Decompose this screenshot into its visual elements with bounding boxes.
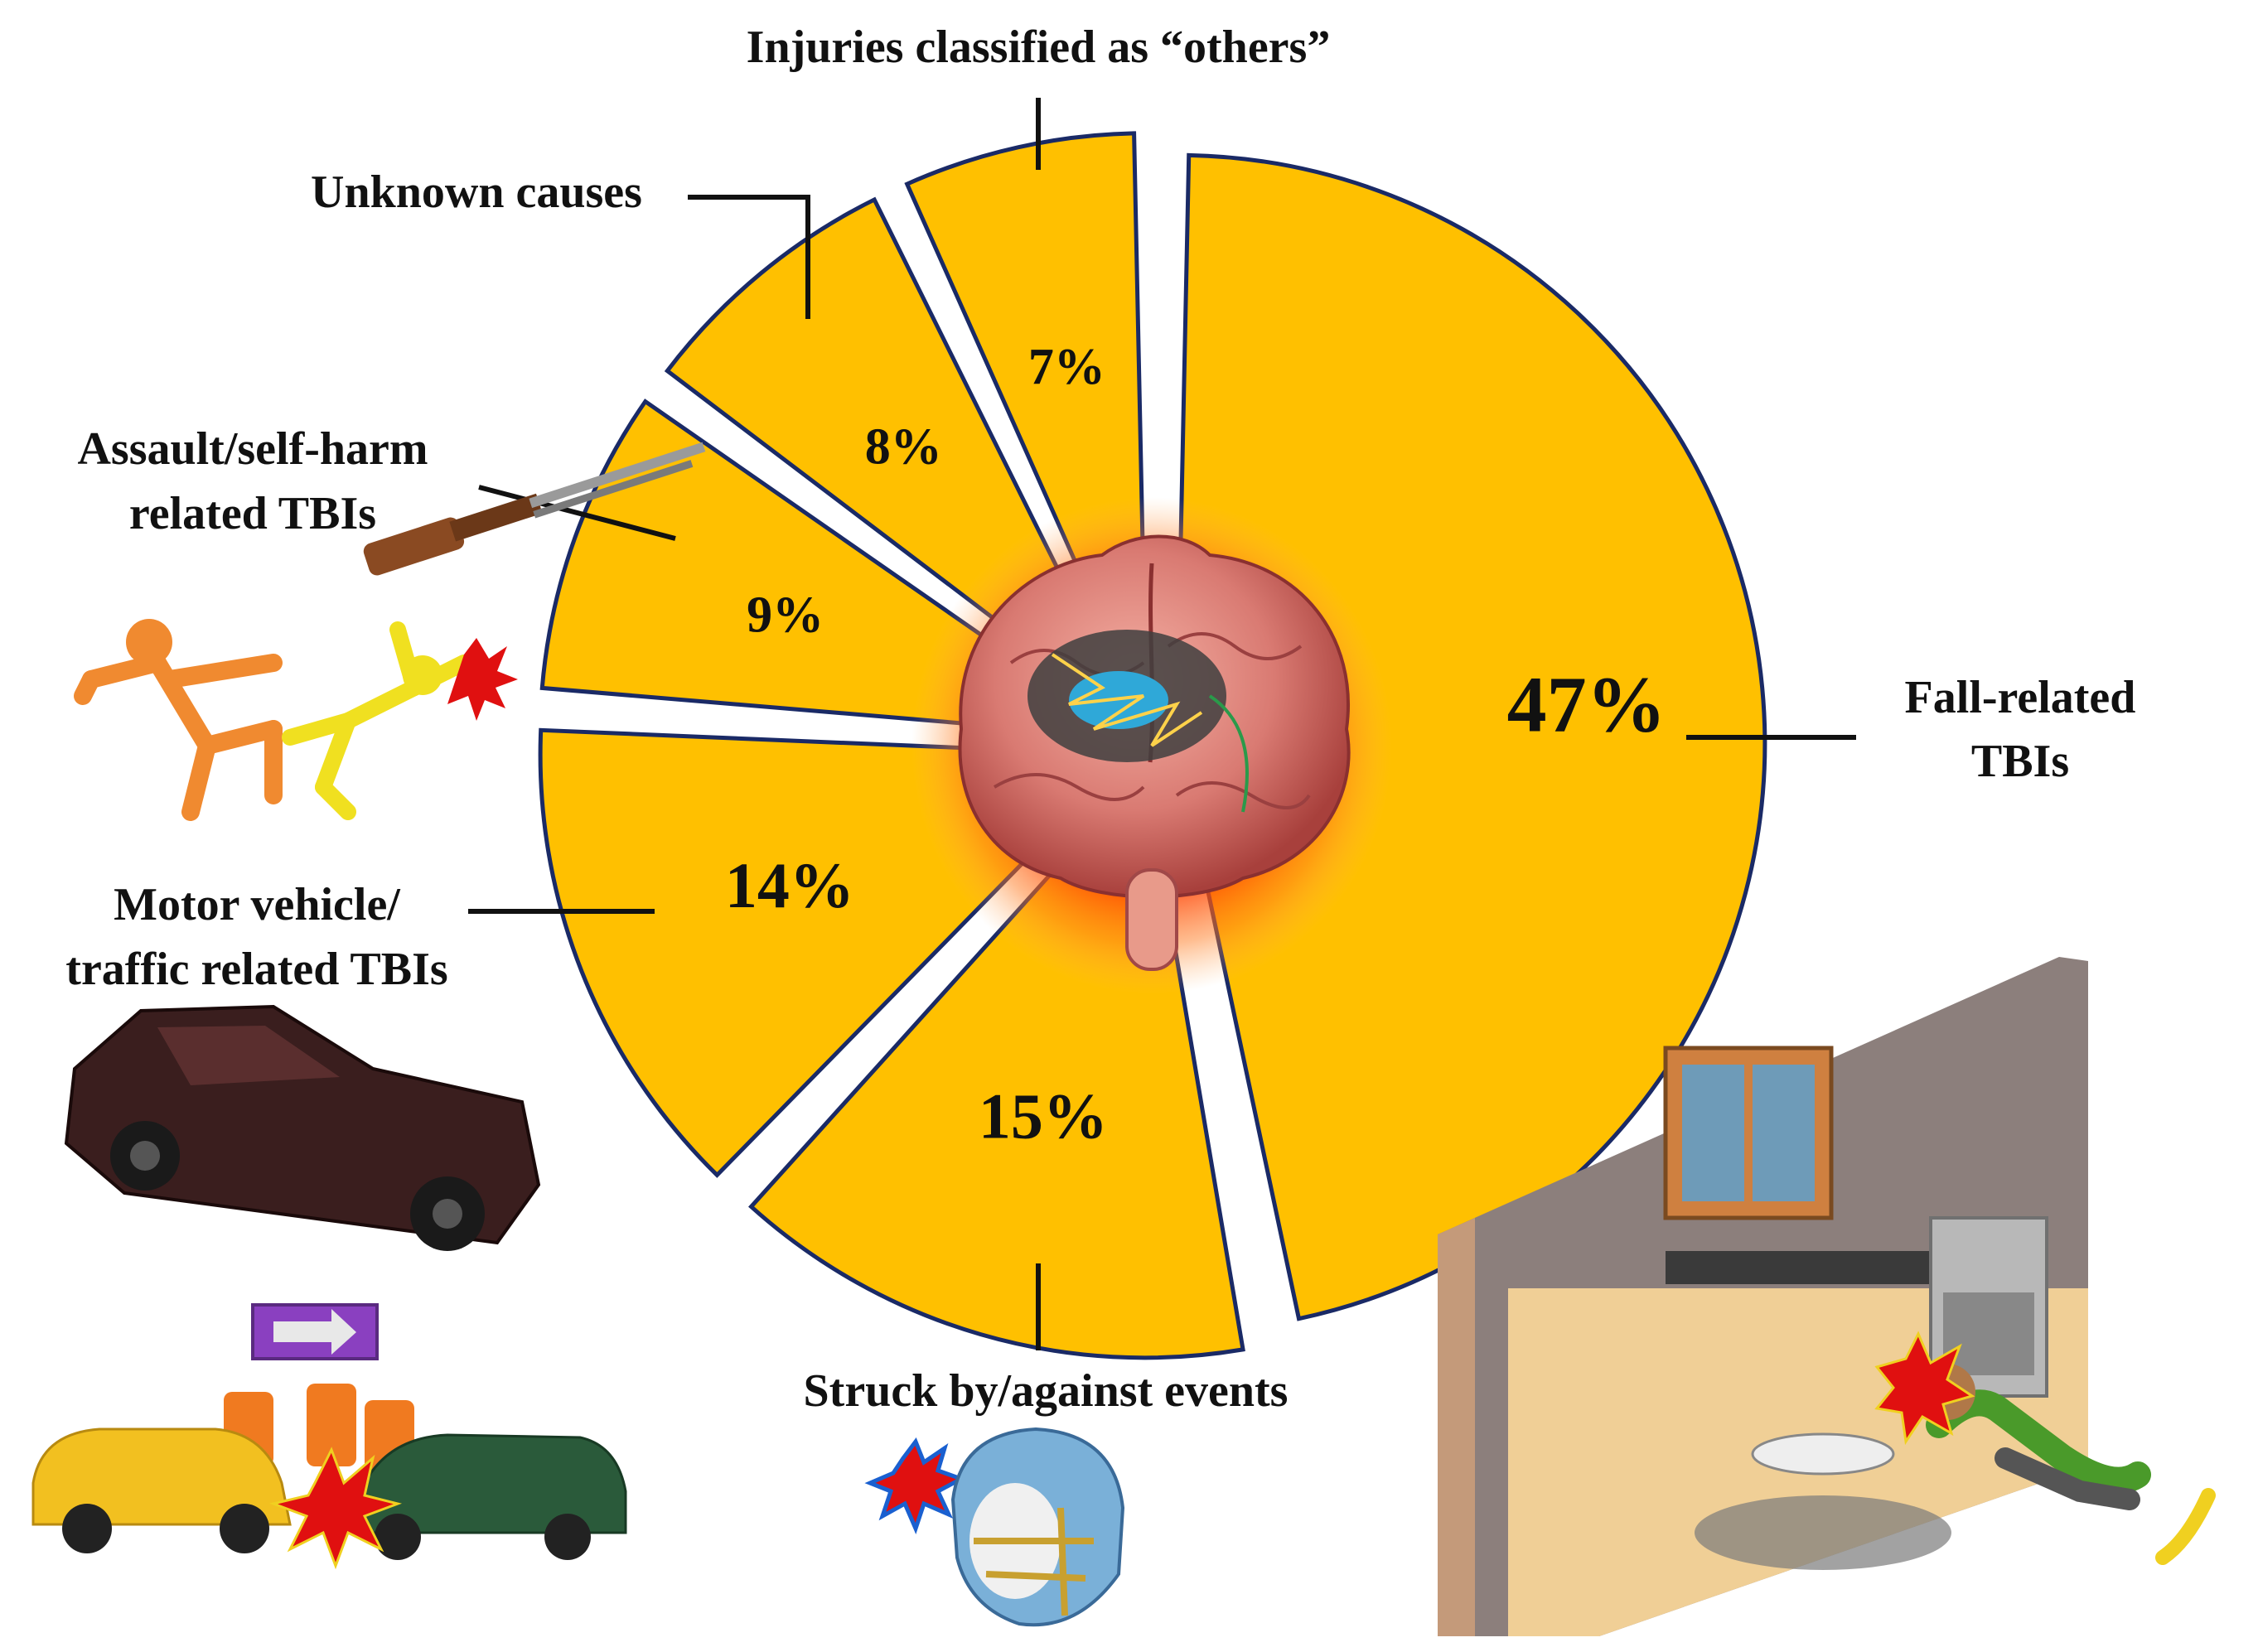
label-struck: Struck by/against events — [804, 1365, 1289, 1417]
leader-line-unknown — [688, 195, 810, 319]
label-motor-line1: Motor vehicle/ — [114, 879, 401, 930]
category-labels: Injuries classified as “others” Unknown … — [65, 22, 2135, 1417]
label-unknown: Unknown causes — [311, 167, 642, 218]
assault-figures-icon — [74, 619, 518, 821]
pct-label-struck: 15% — [979, 1080, 1108, 1152]
pct-label-assault: 9% — [747, 587, 824, 644]
pct-label-others: 7% — [1028, 339, 1105, 395]
pct-label-motor: 14% — [725, 849, 854, 921]
brain-icon — [911, 497, 1392, 994]
leader-lines — [468, 98, 1856, 1350]
label-fall-line1: Fall-related — [1905, 672, 2136, 723]
label-assault-line1: Assault/self-harm — [77, 423, 428, 475]
car-collision-icon — [31, 1303, 627, 1570]
leader-line-assault — [478, 485, 676, 541]
label-assault-line2: related TBIs — [129, 488, 376, 539]
rifle-icon — [363, 442, 706, 576]
percentage-labels: 47% 15% 14% 9% 8% 7% — [725, 339, 1666, 1152]
kitchen-fall-scene-icon — [1438, 957, 2216, 1636]
label-others: Injuries classified as “others” — [747, 22, 1331, 73]
wrecked-car-icon — [64, 1004, 541, 1251]
label-motor-line2: traffic related TBIs — [65, 944, 447, 995]
label-fall-line2: TBIs — [1971, 736, 2069, 787]
pct-label-fall: 47% — [1507, 659, 1666, 748]
pct-label-unknown: 8% — [865, 419, 942, 476]
football-helmet-icon — [864, 1427, 1125, 1627]
